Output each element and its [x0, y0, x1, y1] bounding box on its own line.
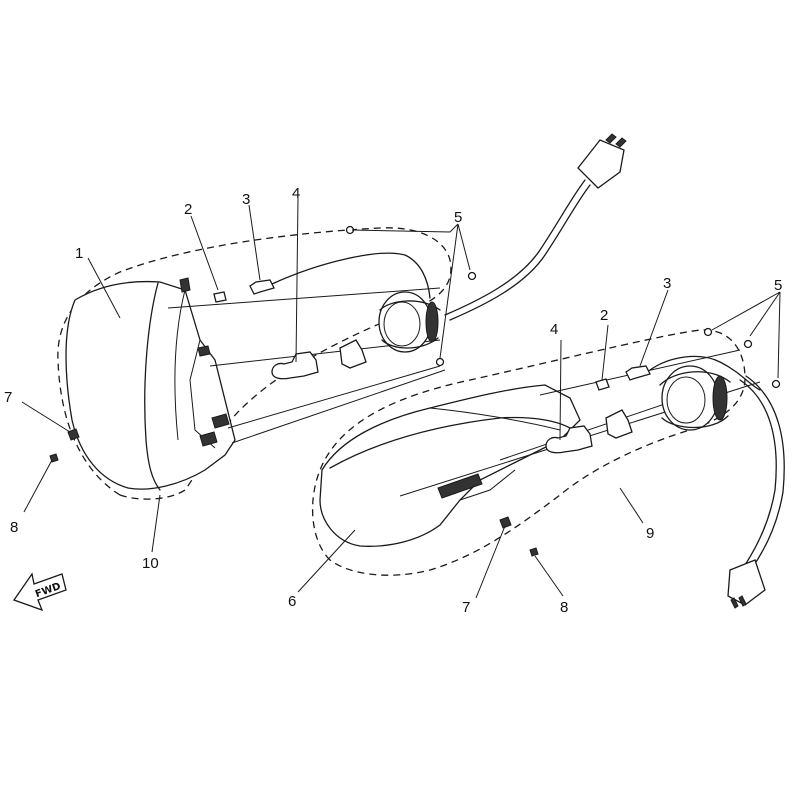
left-plug-connector [577, 139, 625, 189]
right-dust-cap-ring [661, 365, 719, 431]
left-assembly-dashed-outline [57, 227, 452, 500]
left-part-4-bulb [271, 351, 319, 380]
right-assembly-dashed-outline [312, 329, 746, 576]
left-housing-sockets [197, 345, 230, 447]
right-callout-3: 3 [663, 275, 671, 292]
left-wire-harness [271, 252, 431, 299]
left-bulb-connector [339, 339, 367, 369]
left-callout-5: 5 [454, 209, 462, 226]
left-callout-7: 7 [4, 389, 12, 406]
right-bulb-connector [605, 409, 633, 439]
right-dust-cap-inner [666, 376, 706, 424]
right-callout-6: 6 [288, 593, 296, 610]
right-housing-tab [437, 473, 483, 499]
right-housing-lens-edge [329, 416, 571, 469]
left-callout-8: 8 [10, 519, 18, 536]
left-plug-cable [444, 179, 586, 316]
right-headlight-assembly: 4 2 3 5 9 6 7 8 [288, 275, 785, 616]
right-part-3-socket [625, 365, 651, 381]
right-part-2-bulb [595, 378, 610, 391]
right-callout-4: 4 [550, 321, 558, 338]
right-wire-harness [649, 355, 761, 391]
right-screw-5b [743, 339, 753, 349]
right-callout-7: 7 [462, 599, 470, 616]
right-plug-connector [727, 559, 766, 606]
left-screw-5c [435, 357, 445, 367]
left-callout-4: 4 [292, 185, 300, 202]
left-plug-cable-edge [449, 184, 591, 321]
right-dust-cap-ribs [659, 371, 731, 429]
left-dust-cap-inner [383, 301, 421, 347]
right-part-4-bulb [545, 425, 593, 454]
right-screw-5c [771, 379, 781, 389]
left-callout-3: 3 [242, 191, 250, 208]
left-part-3-socket [249, 279, 275, 295]
right-callout-5: 5 [774, 277, 782, 294]
right-screw-5a [703, 327, 713, 337]
right-callout-8: 8 [560, 599, 568, 616]
left-part-7-clip [67, 428, 80, 441]
right-headlight-housing [319, 384, 581, 547]
left-housing-lens-edge [144, 282, 161, 491]
left-callout-10: 10 [142, 555, 159, 572]
left-headlight-housing [65, 280, 236, 490]
right-plug-pins [730, 595, 747, 609]
left-headlight-assembly: 1 2 3 4 5 7 8 10 [4, 133, 627, 572]
right-dust-cap-back [712, 375, 728, 421]
right-callout-9: 9 [646, 525, 654, 542]
right-plug-cable [739, 379, 777, 566]
left-plug-pins [605, 133, 627, 148]
right-leader-lines [297, 289, 781, 599]
left-housing-top-tab [179, 277, 191, 293]
right-plug-cable-edge [745, 375, 785, 569]
left-callout-1: 1 [75, 245, 83, 262]
left-leader-lines [21, 197, 471, 553]
left-screw-5b [467, 271, 477, 281]
fwd-arrow-icon [12, 572, 67, 612]
left-axis-lines [167, 287, 446, 444]
right-callout-2: 2 [600, 307, 608, 324]
right-part-8-screw [529, 547, 539, 557]
left-part-2-bulb [213, 291, 227, 303]
right-housing-detail [429, 407, 561, 501]
right-part-7-clip [499, 516, 512, 529]
left-dust-cap-back [425, 301, 439, 343]
left-callout-2: 2 [184, 201, 192, 218]
forward-direction-marker: FWD [12, 572, 67, 612]
